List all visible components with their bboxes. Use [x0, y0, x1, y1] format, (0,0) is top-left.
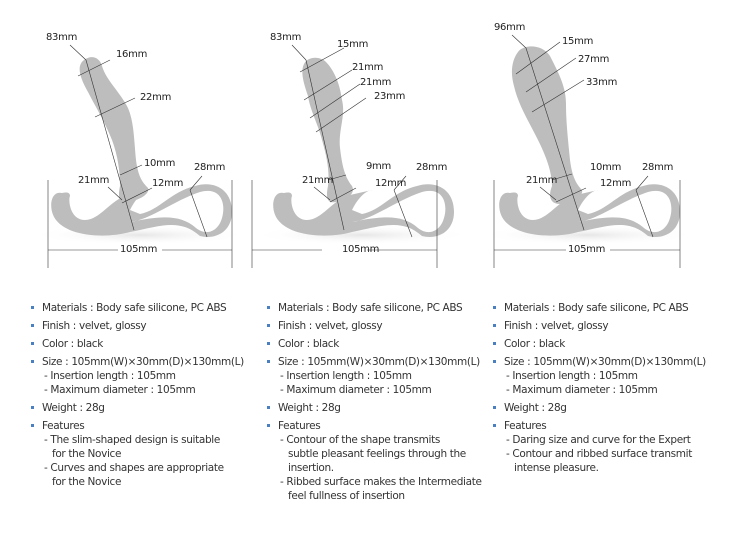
bullet-icon	[493, 306, 496, 309]
dim-width: 105mm	[568, 244, 606, 255]
dim-diameter-3: 23mm	[374, 91, 406, 102]
dim-length: 83mm	[46, 32, 78, 43]
bullet-icon	[493, 342, 496, 345]
feature-line: for the Novice	[52, 476, 122, 488]
bullet-icon	[267, 324, 270, 327]
bullet-icon	[31, 342, 34, 345]
loop-hole	[352, 190, 446, 233]
spec-list-1: Materials : Body safe silicone, PC ABS F…	[30, 301, 274, 493]
spec-materials: Materials : Body safe silicone, PC ABS	[30, 301, 274, 315]
spec-size: Size : 105mm(W)×30mm(D)×130mm(L) - Inser…	[266, 355, 510, 397]
spec-max-diameter: - Maximum diameter : 105mm	[280, 384, 432, 396]
dim-tip: 15mm	[562, 36, 594, 47]
bullet-icon	[31, 360, 34, 363]
spec-size: Size : 105mm(W)×30mm(D)×130mm(L) - Inser…	[492, 355, 732, 397]
dim-loop: 28mm	[642, 162, 674, 173]
dimension-lines	[493, 34, 681, 268]
spec-max-diameter: - Maximum diameter : 105mm	[44, 384, 196, 396]
bullet-icon	[31, 406, 34, 409]
dim-base-neck: 12mm	[375, 178, 407, 189]
feature-line: feel fullness of insertion	[288, 490, 405, 502]
dim-base-neck: 12mm	[152, 178, 184, 189]
bullet-icon	[31, 306, 34, 309]
bullet-icon	[267, 342, 270, 345]
dim-base-neck: 12mm	[600, 178, 632, 189]
feature-line: - Ribbed surface makes the Intermediate	[280, 476, 482, 488]
feature-line: - Curves and shapes are appropriate	[44, 462, 224, 474]
bullet-icon	[493, 424, 496, 427]
spec-size: Size : 105mm(W)×30mm(D)×130mm(L) - Inser…	[30, 355, 274, 397]
bullet-icon	[31, 324, 34, 327]
dim-neck: 10mm	[144, 158, 176, 169]
spec-weight: Weight : 28g	[30, 401, 274, 415]
feature-line: - The slim-shaped design is suitable	[44, 434, 220, 446]
spec-insertion: - Insertion length : 105mm	[44, 370, 176, 382]
feature-line: subtle pleasant feelings through the	[288, 448, 466, 460]
bullet-icon	[267, 406, 270, 409]
spec-finish: Finish : velvet, glossy	[266, 319, 510, 333]
dim-diameter-2: 33mm	[586, 77, 618, 88]
dim-width: 105mm	[120, 244, 158, 255]
spec-weight: Weight : 28g	[492, 401, 732, 415]
spec-list-2: Materials : Body safe silicone, PC ABS F…	[266, 301, 510, 507]
feature-line: - Contour of the shape transmits	[280, 434, 440, 446]
spec-finish: Finish : velvet, glossy	[30, 319, 274, 333]
dimension-lines	[47, 44, 233, 268]
loop-hole	[130, 190, 224, 233]
product-shaft	[511, 46, 583, 204]
dim-neck: 9mm	[366, 161, 391, 172]
loop-hole	[578, 190, 672, 233]
spec-weight: Weight : 28g	[266, 401, 510, 415]
spec-list-3: Materials : Body safe silicone, PC ABS F…	[492, 301, 732, 479]
product-diagram-2	[251, 44, 466, 268]
dim-diameter-1: 21mm	[352, 62, 384, 73]
dim-base: 21mm	[526, 175, 558, 186]
dim-diameter-2: 21mm	[360, 77, 392, 88]
dim-diameter-1: 27mm	[578, 54, 610, 65]
product-diagram-1	[30, 44, 244, 268]
dim-loop: 28mm	[416, 162, 448, 173]
feature-line: - Contour and ribbed surface transmit	[506, 448, 692, 460]
dim-base: 21mm	[302, 175, 334, 186]
product-diagram-3	[478, 34, 692, 268]
dim-length: 83mm	[270, 32, 302, 43]
spec-color: Color : black	[30, 337, 274, 351]
spec-color: Color : black	[492, 337, 732, 351]
bullet-icon	[31, 424, 34, 427]
spec-features: Features - Contour of the shape transmit…	[266, 419, 510, 503]
spec-insertion: - Insertion length : 105mm	[280, 370, 412, 382]
spec-finish: Finish : velvet, glossy	[492, 319, 732, 333]
spec-materials: Materials : Body safe silicone, PC ABS	[266, 301, 510, 315]
product-shaft	[302, 57, 353, 203]
dim-width: 105mm	[342, 244, 380, 255]
spec-features: Features - Daring size and curve for the…	[492, 419, 732, 475]
dim-base: 21mm	[78, 175, 110, 186]
feature-line: insertion.	[288, 462, 334, 474]
dim-tip: 16mm	[116, 49, 148, 60]
spec-color: Color : black	[266, 337, 510, 351]
spec-features: Features - The slim-shaped design is sui…	[30, 419, 274, 489]
bullet-icon	[493, 324, 496, 327]
bullet-icon	[267, 360, 270, 363]
bullet-icon	[267, 306, 270, 309]
feature-line: intense pleasure.	[514, 462, 599, 474]
product-column-2: 83mm 15mm 21mm 21mm 23mm 9mm 21mm 12mm 2…	[222, 0, 482, 538]
feature-line: for the Novice	[52, 448, 122, 460]
product-column-3: 96mm 15mm 27mm 33mm 10mm 21mm 12mm 28mm …	[448, 0, 706, 538]
dim-neck: 10mm	[590, 162, 622, 173]
bullet-icon	[493, 360, 496, 363]
spec-insertion: - Insertion length : 105mm	[506, 370, 638, 382]
product-column-1: 83mm 16mm 22mm 10mm 21mm 12mm 28mm 105mm…	[0, 0, 244, 538]
dim-loop: 28mm	[194, 162, 226, 173]
spec-max-diameter: - Maximum diameter : 105mm	[506, 384, 658, 396]
dim-length: 96mm	[494, 22, 526, 33]
bullet-icon	[493, 406, 496, 409]
spec-materials: Materials : Body safe silicone, PC ABS	[492, 301, 732, 315]
bullet-icon	[267, 424, 270, 427]
dim-diameter-1: 22mm	[140, 92, 172, 103]
dimension-lines	[251, 44, 438, 268]
feature-line: - Daring size and curve for the Expert	[506, 434, 691, 446]
dim-tip: 15mm	[337, 39, 369, 50]
product-shaft	[79, 57, 149, 203]
